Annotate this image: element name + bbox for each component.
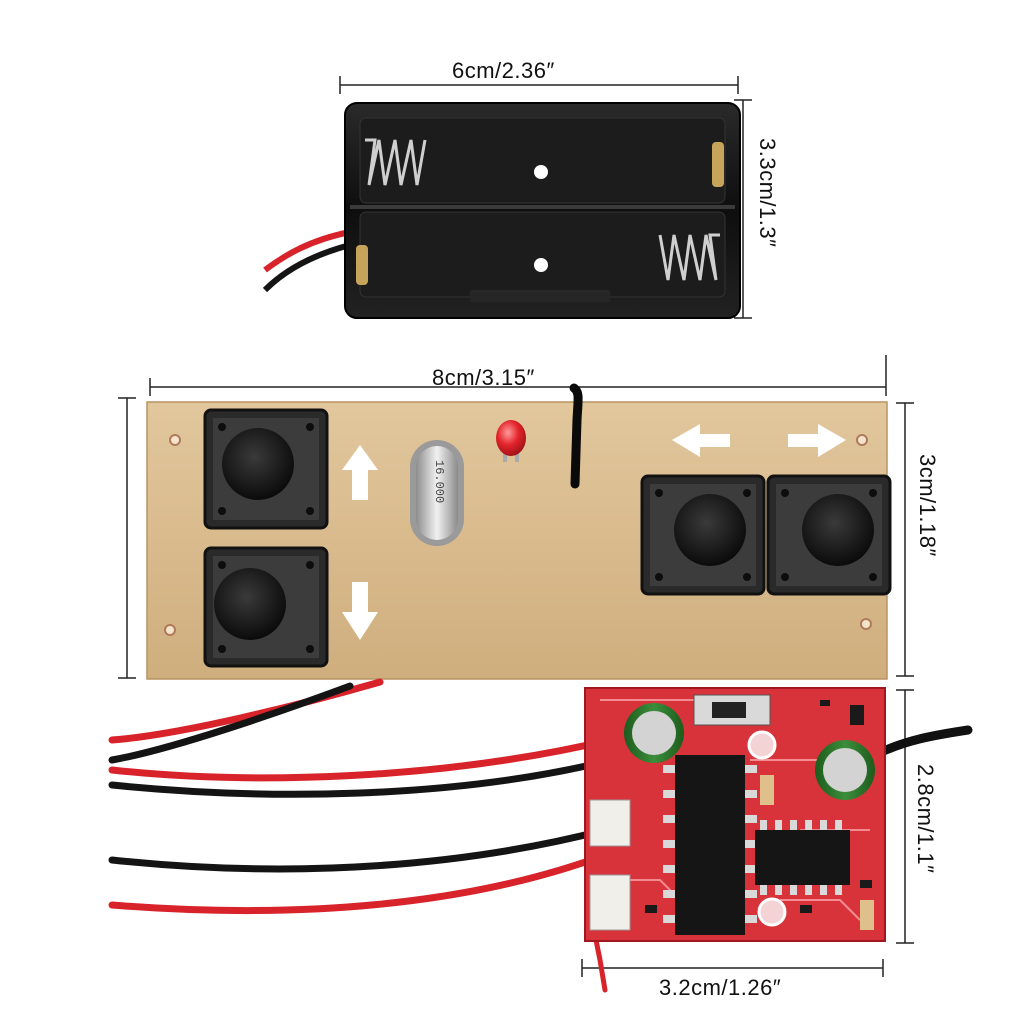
- capacitor: [624, 703, 684, 763]
- battery-wire-black: [262, 242, 351, 293]
- button-down: [203, 546, 329, 668]
- receiver-height-label: 2.8cm/1.1″: [913, 764, 938, 874]
- battery-height-label: 3.3cm/1.3″: [755, 138, 780, 248]
- receiver-width-label: 3.2cm/1.26″: [659, 975, 782, 1000]
- battery-holder: [262, 102, 741, 319]
- capacitor: [815, 740, 875, 800]
- mounting-hole: [534, 165, 548, 179]
- battery-width-label: 6cm/2.36″: [452, 58, 555, 83]
- receiver-pcb: [584, 687, 886, 942]
- crystal-oscillator: [410, 440, 464, 546]
- antenna-wire: [569, 383, 583, 489]
- smd-crystal: [760, 775, 774, 805]
- led-indicator: [496, 420, 526, 462]
- arrow-down-icon: [342, 582, 378, 640]
- battery-contact: [712, 142, 724, 187]
- remote-height-label: 3cm/1.18″: [915, 454, 940, 557]
- battery-spring-top: [365, 138, 427, 186]
- mounting-hole: [534, 258, 548, 272]
- battery-contact: [356, 245, 368, 285]
- arrow-right-icon: [788, 424, 846, 457]
- button-up: [203, 408, 329, 530]
- connector-white: [589, 874, 631, 931]
- button-right: [766, 474, 892, 596]
- dimension-lines: [118, 76, 914, 977]
- battery-wire-red: [263, 229, 351, 273]
- ic-chip-main: [663, 755, 757, 935]
- transmitter-pcb: [146, 383, 892, 680]
- button-left: [640, 474, 766, 596]
- arrow-up-icon: [342, 445, 378, 500]
- slide-switch-knob: [712, 702, 746, 718]
- connector-white: [589, 799, 631, 847]
- arrow-left-icon: [672, 424, 730, 457]
- crystal-marking: 16.000: [432, 460, 446, 504]
- battery-spring-bottom: [658, 233, 720, 281]
- ic-chip-secondary: [755, 820, 850, 895]
- remote-width-label: 8cm/3.15″: [432, 365, 535, 390]
